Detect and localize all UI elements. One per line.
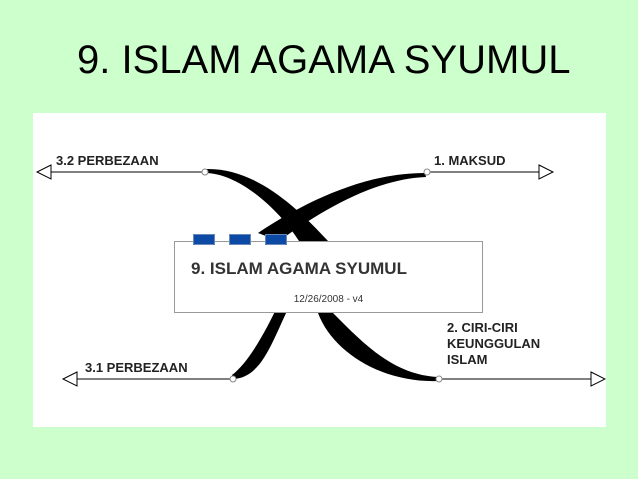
maksud-node-dot <box>423 168 431 176</box>
perbezaan-31-node-dot <box>229 375 237 383</box>
ciri-arrowhead <box>590 371 606 387</box>
mind-map-connectors <box>35 164 606 387</box>
connector-to-perbezaan-32 <box>205 168 328 241</box>
ciri-node-dot <box>435 375 443 383</box>
central-topic-marker-2 <box>229 234 251 245</box>
branch-label-ciri-line-3: ISLAM <box>447 352 488 367</box>
maksud-arrowhead <box>538 164 555 180</box>
perbezaan-31-arrowhead <box>61 371 78 387</box>
slide-title: 9. ISLAM AGAMA SYUMUL <box>77 38 571 82</box>
connector-to-ciri <box>318 313 438 382</box>
central-topic-title: 9. ISLAM AGAMA SYUMUL <box>191 259 407 278</box>
branch-label-ciri-line-1: 2. CIRI-CIRI <box>447 320 518 335</box>
mind-map-panel: 9. ISLAM AGAMA SYUMUL 12/26/2008 - v4 1.… <box>33 113 606 427</box>
branch-label-maksud: 1. MAKSUD <box>434 153 506 168</box>
branch-label-perbezaan-31: 3.1 PERBEZAAN <box>85 360 188 375</box>
central-topic-marker-3 <box>265 234 287 245</box>
branch-label-ciri: 2. CIRI-CIRI KEUNGGULAN ISLAM <box>447 320 540 368</box>
central-topic-date: 12/26/2008 - v4 <box>293 294 364 305</box>
perbezaan-32-node-dot <box>201 168 209 176</box>
central-topic-marker-1 <box>193 234 215 245</box>
perbezaan-32-arrowhead <box>35 164 52 180</box>
central-topic-box: 9. ISLAM AGAMA SYUMUL 12/26/2008 - v4 <box>174 241 483 313</box>
branch-label-perbezaan-32: 3.2 PERBEZAAN <box>56 153 159 168</box>
connector-to-perbezaan-31 <box>232 303 291 379</box>
branch-label-ciri-line-2: KEUNGGULAN <box>447 336 541 351</box>
